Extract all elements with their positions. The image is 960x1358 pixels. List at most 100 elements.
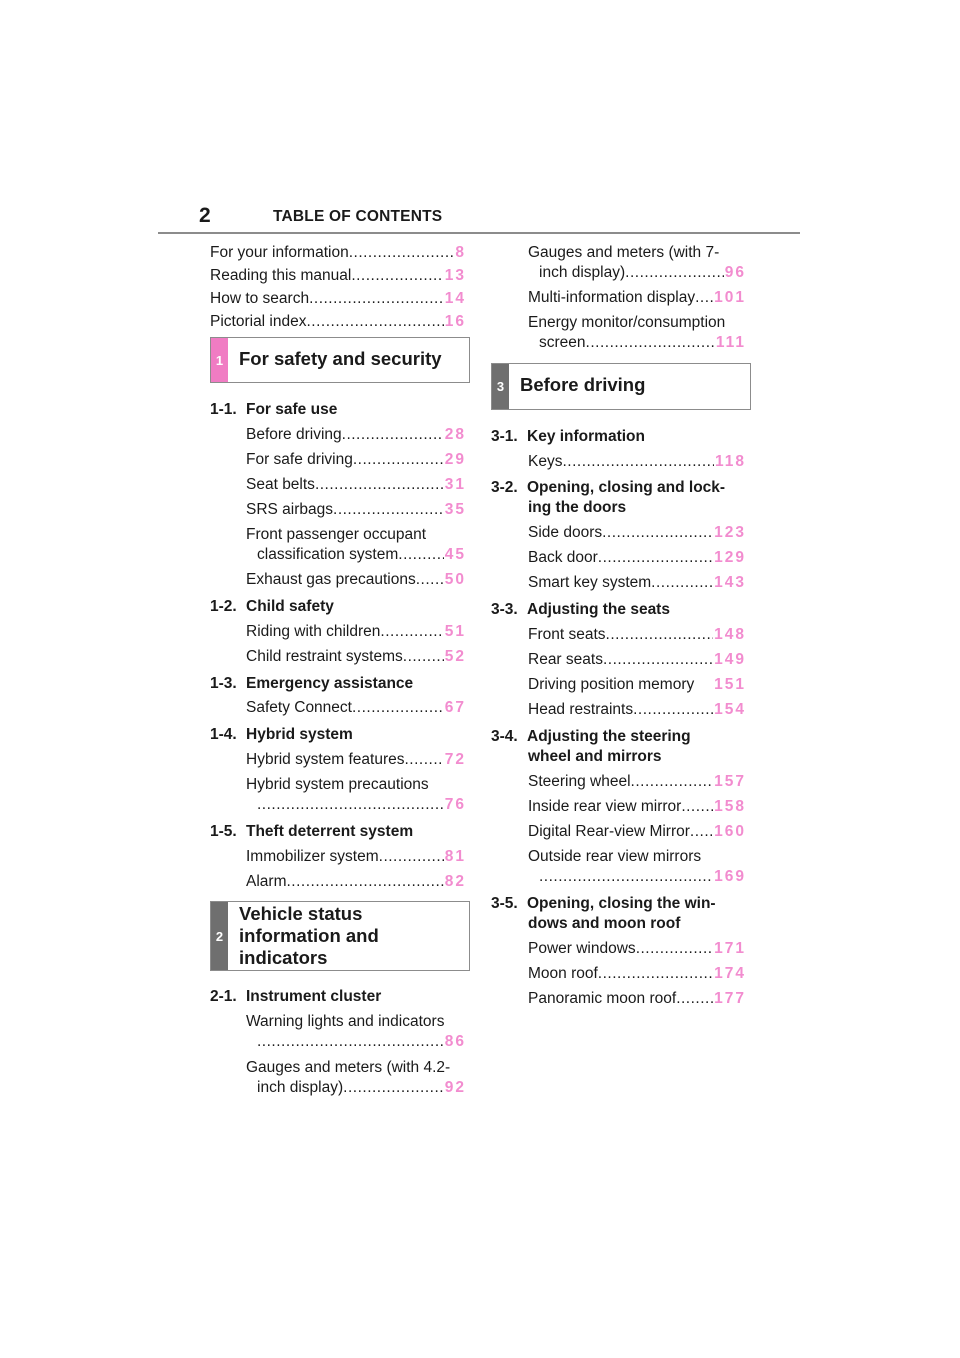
page-link[interactable]: 157 <box>714 773 746 790</box>
toc-entry[interactable]: Power windows...........................… <box>528 940 746 957</box>
page-link[interactable]: 149 <box>714 651 746 668</box>
page-link[interactable]: 81 <box>444 848 466 865</box>
chapter-1-heading[interactable]: 1 For safety and security <box>210 337 470 383</box>
toc-entry[interactable]: Inside rear view mirror.................… <box>528 798 746 815</box>
page-link[interactable]: 45 <box>444 546 466 563</box>
page-link[interactable]: 169 <box>714 868 746 885</box>
toc-entry[interactable]: Multi-information display....101 <box>528 289 746 306</box>
toc-entry-line1: Front passenger occupant <box>246 526 427 543</box>
chapter-2-heading[interactable]: 2 Vehicle status information and indicat… <box>210 901 470 971</box>
page-link[interactable]: 129 <box>714 549 746 566</box>
page-link[interactable]: 160 <box>714 823 746 840</box>
page-link[interactable]: 31 <box>444 476 466 493</box>
toc-entry[interactable]: inch display)...........................… <box>539 264 746 281</box>
page-link[interactable]: 92 <box>444 1079 466 1096</box>
toc-entry[interactable]: For safe driving........................… <box>246 451 466 468</box>
section-heading: 1-5.Theft deterrent system <box>210 823 414 840</box>
chapter-2-title-line1: Vehicle status <box>239 903 363 924</box>
toc-entry[interactable]: Seat belts..............................… <box>246 476 466 493</box>
section-heading: 1-1.For safe use <box>210 401 338 418</box>
page-link[interactable]: 101 <box>714 289 746 306</box>
section-heading-cont: ing the doors <box>528 499 627 516</box>
toc-entry[interactable]: Digital Rear-view Mirror................… <box>528 823 746 840</box>
page-link[interactable]: 151 <box>714 676 746 693</box>
page-link[interactable]: 118 <box>714 453 746 470</box>
toc-entry[interactable]: Rear seats..............................… <box>528 651 746 668</box>
page-link[interactable]: 174 <box>714 965 746 982</box>
toc-entry[interactable]: Pictorial index.........................… <box>210 313 466 330</box>
page-link[interactable]: 171 <box>714 940 746 957</box>
chapter-3-heading[interactable]: 3 Before driving <box>491 363 751 410</box>
page-link[interactable]: 28 <box>444 426 466 443</box>
page-link[interactable]: 76 <box>444 796 466 813</box>
toc-entry[interactable]: Riding with children....................… <box>246 623 466 640</box>
toc-entry[interactable]: Steering wheel..........................… <box>528 773 746 790</box>
toc-entry[interactable]: ........................................… <box>539 868 746 885</box>
toc-entry[interactable]: classification system...................… <box>257 546 466 563</box>
toc-entry[interactable]: Exhaust gas precautions.................… <box>246 571 466 588</box>
page-link[interactable]: 72 <box>444 751 466 768</box>
page-link[interactable]: 154 <box>714 701 746 718</box>
section-heading-cont: dows and moon roof <box>528 915 681 932</box>
toc-entry-line1: Gauges and meters (with 7- <box>528 244 720 261</box>
toc-entry[interactable]: SRS airbags.............................… <box>246 501 466 518</box>
section-heading: 1-4.Hybrid system <box>210 726 353 743</box>
toc-entry[interactable]: ........................................… <box>257 796 466 813</box>
toc-entry[interactable]: Alarm...................................… <box>246 873 466 890</box>
page-link[interactable]: 143 <box>714 574 746 591</box>
toc-entry-line1: Gauges and meters (with 4.2- <box>246 1059 451 1076</box>
toc-entry[interactable]: ........................................… <box>257 1033 466 1050</box>
toc-entry[interactable]: Side doors..............................… <box>528 524 746 541</box>
toc-entry-line1: Hybrid system precautions <box>246 776 429 793</box>
chapter-1-title: For safety and security <box>239 348 442 369</box>
toc-entry-line1: Warning lights and indicators <box>246 1013 445 1030</box>
toc-entry[interactable]: screen..................................… <box>539 334 746 351</box>
page-link[interactable]: 82 <box>444 873 466 890</box>
toc-entry[interactable]: inch display)...........................… <box>257 1079 466 1096</box>
chapter-2-title-line3: indicators <box>239 947 328 968</box>
toc-entry[interactable]: Back door...............................… <box>528 549 746 566</box>
chapter-1-tab: 1 <box>211 338 228 382</box>
chapter-3-title: Before driving <box>520 374 646 395</box>
section-heading: 3-3.Adjusting the seats <box>491 601 670 618</box>
toc-entry[interactable]: Panoramic moon roof.....................… <box>528 990 746 1007</box>
toc-entry[interactable]: Immobilizer system......................… <box>246 848 466 865</box>
toc-entry[interactable]: Child restraint systems.................… <box>246 648 466 665</box>
section-heading: 3-2.Opening, closing and lock- <box>491 479 726 496</box>
toc-entry[interactable]: For your information....................… <box>210 244 466 261</box>
page-link[interactable]: 8 <box>455 244 466 261</box>
section-heading: 3-5.Opening, closing the win- <box>491 895 716 912</box>
page-link[interactable]: 96 <box>724 264 746 281</box>
toc-entry[interactable]: Hybrid system features..................… <box>246 751 466 768</box>
section-heading: 1-3.Emergency assistance <box>210 675 414 692</box>
page-link[interactable]: 16 <box>444 313 466 330</box>
section-heading: 1-2.Child safety <box>210 598 334 615</box>
page-link[interactable]: 14 <box>444 290 466 307</box>
page-link[interactable]: 148 <box>714 626 746 643</box>
toc-entry[interactable]: Safety Connect..........................… <box>246 699 466 716</box>
page-link[interactable]: 177 <box>714 990 746 1007</box>
page-link[interactable]: 111 <box>715 334 746 351</box>
page-link[interactable]: 52 <box>444 648 466 665</box>
toc-entry[interactable]: Moon roof...............................… <box>528 965 746 982</box>
toc-entry[interactable]: Before driving..........................… <box>246 426 466 443</box>
page-link[interactable]: 35 <box>444 501 466 518</box>
toc-entry[interactable]: Smart key system........................… <box>528 574 746 591</box>
toc-entry[interactable]: Reading this manual.....................… <box>210 267 466 284</box>
toc-entry[interactable]: Driving position memory 151 <box>528 676 746 693</box>
page-link[interactable]: 51 <box>444 623 466 640</box>
chapter-2-tab: 2 <box>211 902 228 970</box>
page-link[interactable]: 123 <box>714 524 746 541</box>
page-link[interactable]: 158 <box>714 798 746 815</box>
toc-entry[interactable]: Keys....................................… <box>528 453 746 470</box>
toc-entry[interactable]: Head restraints.........................… <box>528 701 746 718</box>
page-link[interactable]: 13 <box>444 267 466 284</box>
page-link[interactable]: 86 <box>444 1033 466 1050</box>
page-link[interactable]: 50 <box>444 571 466 588</box>
page-link[interactable]: 29 <box>444 451 466 468</box>
page-link[interactable]: 67 <box>444 699 466 716</box>
toc-entry[interactable]: How to search...........................… <box>210 290 466 307</box>
chapter-3-tab: 3 <box>492 364 509 409</box>
page-header-title: TABLE OF CONTENTS <box>273 208 443 225</box>
toc-entry[interactable]: Front seats.............................… <box>528 626 746 643</box>
